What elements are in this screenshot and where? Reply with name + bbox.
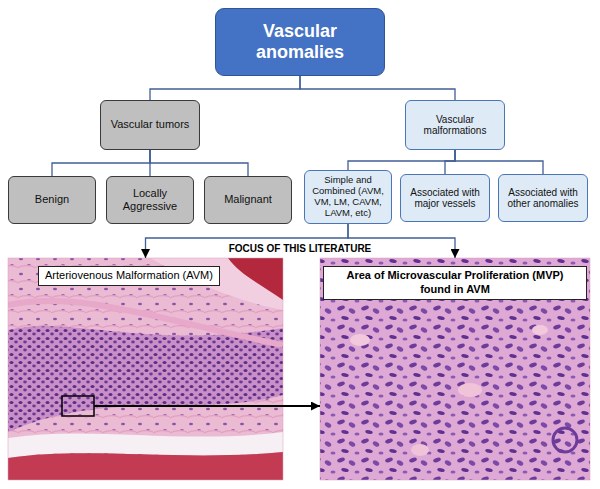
subcategory-box: Associated with other anomalies <box>498 174 588 222</box>
node-label: Associated with major vessels <box>405 187 485 210</box>
small-vessel <box>553 428 577 452</box>
image-panel: Area of Microvascular Proliferation (MVP… <box>320 258 590 480</box>
vessel-space <box>532 325 548 335</box>
connector <box>150 76 300 100</box>
tissue-ground <box>8 258 283 480</box>
zoom-box <box>62 396 94 416</box>
connector <box>455 150 543 174</box>
section-label: FOCUS OF THIS LITERATURE <box>227 243 374 254</box>
node-label: Vascular tumors <box>111 118 190 131</box>
subcategory-box: Associated with major vessels <box>400 174 490 222</box>
node-label: Locally Aggressive <box>111 187 189 213</box>
vessel-space <box>350 334 370 346</box>
blood-region <box>228 258 283 300</box>
vessel-lumen <box>8 432 283 458</box>
node-label: Area of Microvascular Proliferation (MVP… <box>323 266 587 300</box>
connector <box>283 405 320 407</box>
category-box: Vascular malformations <box>405 100 505 150</box>
subcategory-box: Benign <box>8 176 96 224</box>
connector <box>52 150 150 176</box>
connector <box>300 76 455 100</box>
subcategory-box: Simple and Combined (AVM, VM, LM, CAVM, … <box>304 170 392 224</box>
vessel-space <box>458 383 482 397</box>
avm-micrograph <box>8 258 283 480</box>
subcategory-box: Malignant <box>204 176 292 224</box>
category-box: Vascular tumors <box>100 100 200 150</box>
zoom-leader <box>94 405 283 407</box>
fiber-strand <box>8 301 283 345</box>
panel-frame <box>8 258 283 480</box>
image-panel: Arteriovenous Malformation (AVM) <box>8 258 283 480</box>
blood-band <box>8 452 283 480</box>
root-box: Vascular anomalies <box>215 8 385 76</box>
connector <box>150 150 248 176</box>
node-label: Simple and Combined (AVM, VM, LM, CAVM, … <box>309 175 387 219</box>
connector <box>445 150 455 174</box>
tissue-ground <box>320 258 590 480</box>
node-label: Benign <box>35 193 69 206</box>
cellular-band <box>8 326 283 432</box>
subcategory-box: Locally Aggressive <box>106 176 194 224</box>
connector <box>348 150 455 170</box>
node-label: Associated with other anomalies <box>503 187 583 210</box>
node-label: Vascular malformations <box>410 114 500 137</box>
node-label: Arteriovenous Malformation (AVM) <box>38 266 220 286</box>
node-label: Vascular anomalies <box>220 21 380 62</box>
node-label: Malignant <box>224 193 272 206</box>
vessel-space <box>411 444 429 456</box>
mvp-micrograph <box>320 258 590 480</box>
panel-frame <box>320 258 590 480</box>
